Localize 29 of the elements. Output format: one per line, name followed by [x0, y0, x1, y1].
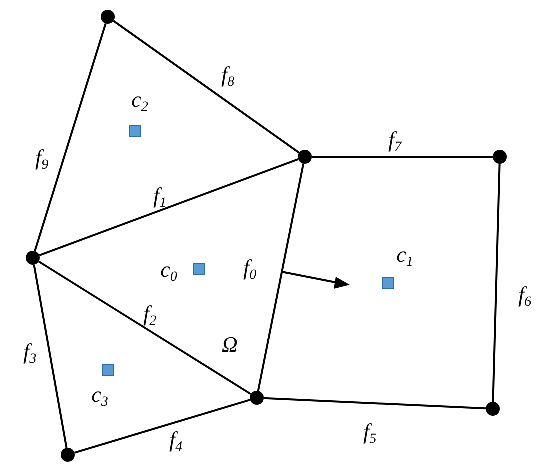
edge-label: f$_{5}$ [363, 421, 377, 443]
mesh-edge [257, 164, 305, 392]
mesh-edge [34, 23, 107, 252]
cell-center-marker [129, 125, 141, 137]
cell-label: c$_{1}$ [396, 244, 414, 266]
mesh-edge [264, 397, 486, 410]
edge-label: f$_{4}$ [169, 429, 183, 451]
edge-label: f$_{3}$ [23, 341, 37, 363]
edge-label: f$_{9}$ [35, 147, 49, 169]
mesh-edge [38, 260, 252, 396]
mesh-edge [33, 264, 68, 448]
mesh-edge [74, 399, 251, 454]
edge-label: f$_{0}$ [243, 257, 257, 279]
edge-label: f$_{7}$ [388, 129, 402, 151]
mesh-edge [113, 20, 300, 154]
cell-center-marker [382, 277, 394, 289]
edge-label: f$_{2}$ [143, 303, 157, 325]
mesh-edge [39, 158, 299, 256]
mesh-edge [312, 156, 493, 158]
cell-label: c$_{0}$ [160, 259, 178, 281]
domain-label: Ω [222, 334, 238, 356]
cell-label: c$_{3}$ [92, 384, 108, 406]
edge-label: f$_{6}$ [518, 284, 532, 306]
edge-label: f$_{1}$ [153, 185, 167, 207]
cell-label: c$_{2}$ [132, 89, 148, 111]
edge-label: f$_{8}$ [221, 64, 235, 86]
mesh-edge [492, 164, 501, 402]
cell-center-marker [193, 263, 205, 275]
cell-center-marker [102, 364, 114, 376]
